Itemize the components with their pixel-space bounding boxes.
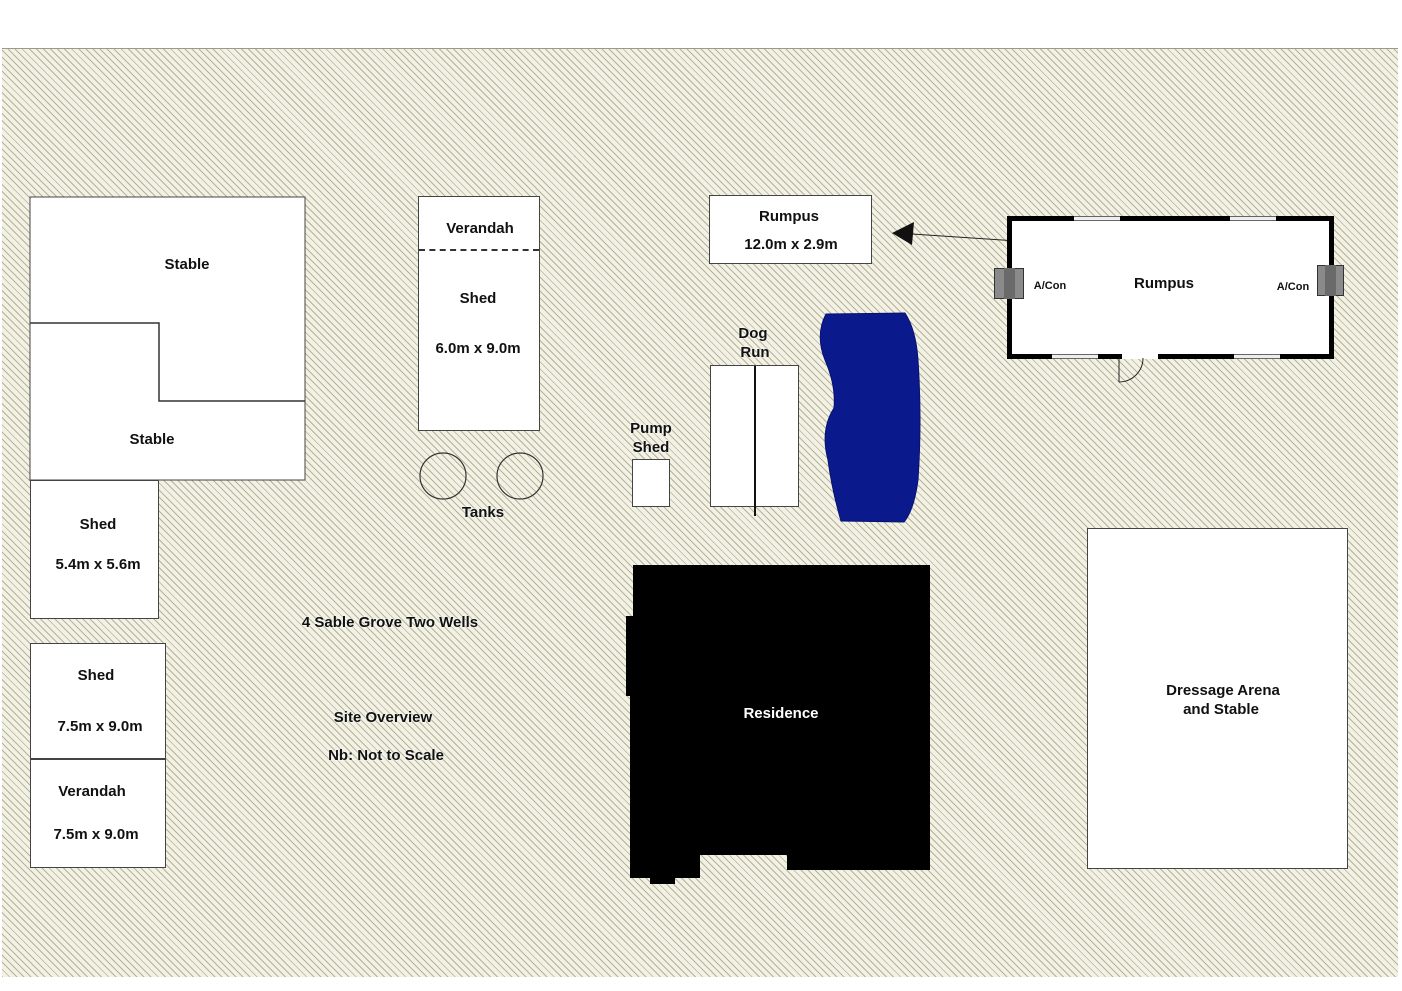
residence-step: [650, 876, 675, 884]
stable-top-label: Stable: [164, 256, 210, 273]
site-overview-text: Site Overview: [333, 709, 433, 726]
acon-unit-right: [1317, 265, 1344, 296]
tank-right: [496, 452, 544, 500]
dog-run-label-2: Run: [740, 344, 770, 361]
verandah-left-name: Verandah: [58, 783, 126, 800]
door-opening: [1122, 354, 1158, 359]
not-to-scale-note: Nb: Not to Scale: [328, 747, 444, 764]
rumpus-arrow-head: [892, 222, 914, 245]
rumpus-box-dims: 12.0m x 2.9m: [744, 236, 838, 253]
shed-2-dims: 7.5m x 9.0m: [57, 718, 143, 735]
dressage-label-1: Dressage Arena: [1166, 682, 1280, 699]
acon-left-label: A/Con: [1033, 280, 1067, 292]
rumpus-box-name: Rumpus: [759, 208, 819, 225]
verandah-top-label: Verandah: [446, 220, 514, 237]
pump-shed: [632, 459, 670, 507]
shed-5-4x5-6: [30, 480, 159, 619]
pump-shed-label-1: Pump: [630, 420, 672, 437]
shed-2-name: Shed: [77, 667, 115, 684]
dog-run-label-1: Dog: [738, 325, 768, 342]
window-bottom-left: [1052, 354, 1098, 359]
tank-left: [419, 452, 467, 500]
dog-run: [710, 365, 799, 516]
verandah-7-5x9-0: [30, 759, 166, 868]
stable-divider: [30, 322, 305, 402]
residence-label: Residence: [743, 705, 819, 722]
dressage-arena: [1087, 528, 1348, 869]
shed-mid-name: Shed: [459, 290, 497, 307]
tanks-label: Tanks: [461, 504, 505, 521]
rumpus-label-box: [709, 195, 872, 264]
verandah-divider: [419, 249, 539, 251]
shed-mid-dims: 6.0m x 9.0m: [435, 340, 521, 357]
pump-shed-label-2: Shed: [632, 439, 670, 456]
window-top-left: [1074, 216, 1120, 221]
stable-building: [29, 196, 306, 481]
dog-run-divider: [754, 366, 756, 516]
pool-shape: [819, 312, 921, 523]
shed-1-dims: 5.4m x 5.6m: [55, 556, 141, 573]
acon-right-label: A/Con: [1276, 281, 1310, 293]
shed-7-5x9-0: [30, 643, 166, 759]
acon-unit-left: [994, 268, 1024, 299]
rumpus-plan-name: Rumpus: [1134, 275, 1194, 292]
residence-building: [626, 565, 930, 878]
verandah-left-dims: 7.5m x 9.0m: [53, 826, 139, 843]
shed-1-name: Shed: [79, 516, 117, 533]
window-top-right: [1230, 216, 1276, 221]
stable-bottom-label: Stable: [129, 431, 175, 448]
address-text: 4 Sable Grove Two Wells: [301, 614, 479, 631]
rumpus-floor-plan: [1007, 216, 1334, 359]
window-bottom-right: [1234, 354, 1280, 359]
dressage-label-2: and Stable: [1183, 701, 1259, 718]
verandah-shed-building: [418, 196, 540, 431]
